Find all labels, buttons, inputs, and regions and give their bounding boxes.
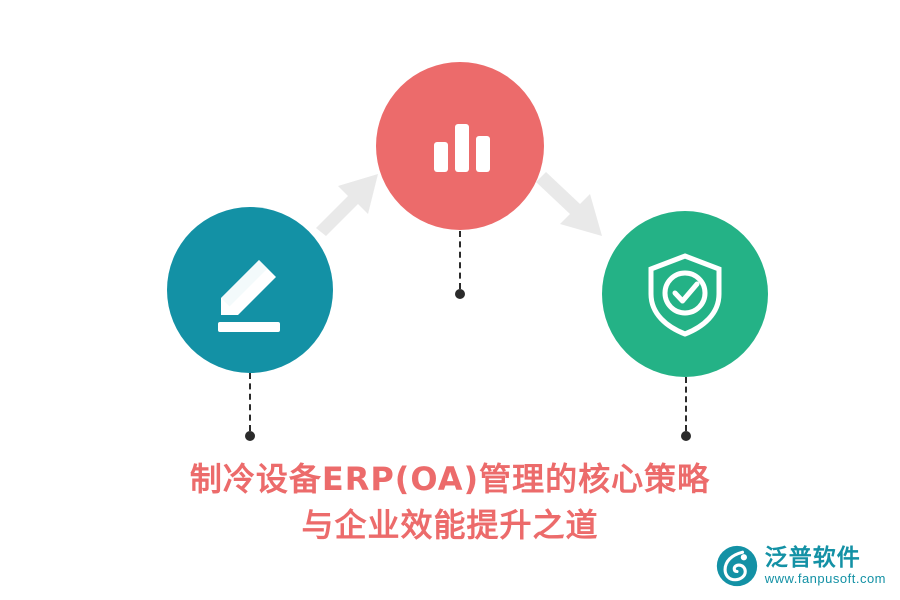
connector-dot-center (455, 289, 465, 299)
connector-line-left (249, 373, 251, 431)
pencil-icon (218, 260, 280, 332)
brand-url: www.fanpusoft.com (764, 570, 886, 586)
connector-dot-left (245, 431, 255, 441)
arrow-up-right-icon (312, 158, 402, 238)
shield-check-icon (648, 253, 722, 337)
brand-logo[interactable]: 泛普软件 www.fanpusoft.com (715, 544, 886, 588)
connector-dot-right (681, 431, 691, 441)
fanpu-logo-icon (716, 545, 757, 587)
page-title: 制冷设备ERP(OA)管理的核心策略 与企业效能提升之道 (0, 456, 900, 548)
arrow-down-right-icon (530, 168, 630, 258)
node-circle-shield[interactable] (602, 211, 768, 377)
page-title-line-1: 制冷设备ERP(OA)管理的核心策略 (189, 460, 711, 498)
connector-line-right (685, 377, 687, 431)
page-title-line-2: 与企业效能提升之道 (301, 506, 599, 544)
bar-chart-icon (434, 124, 490, 172)
node-circle-chart[interactable] (376, 62, 544, 230)
brand-name: 泛普软件 (764, 545, 861, 572)
connector-line-center (459, 231, 461, 289)
node-circle-edit[interactable] (167, 207, 333, 373)
